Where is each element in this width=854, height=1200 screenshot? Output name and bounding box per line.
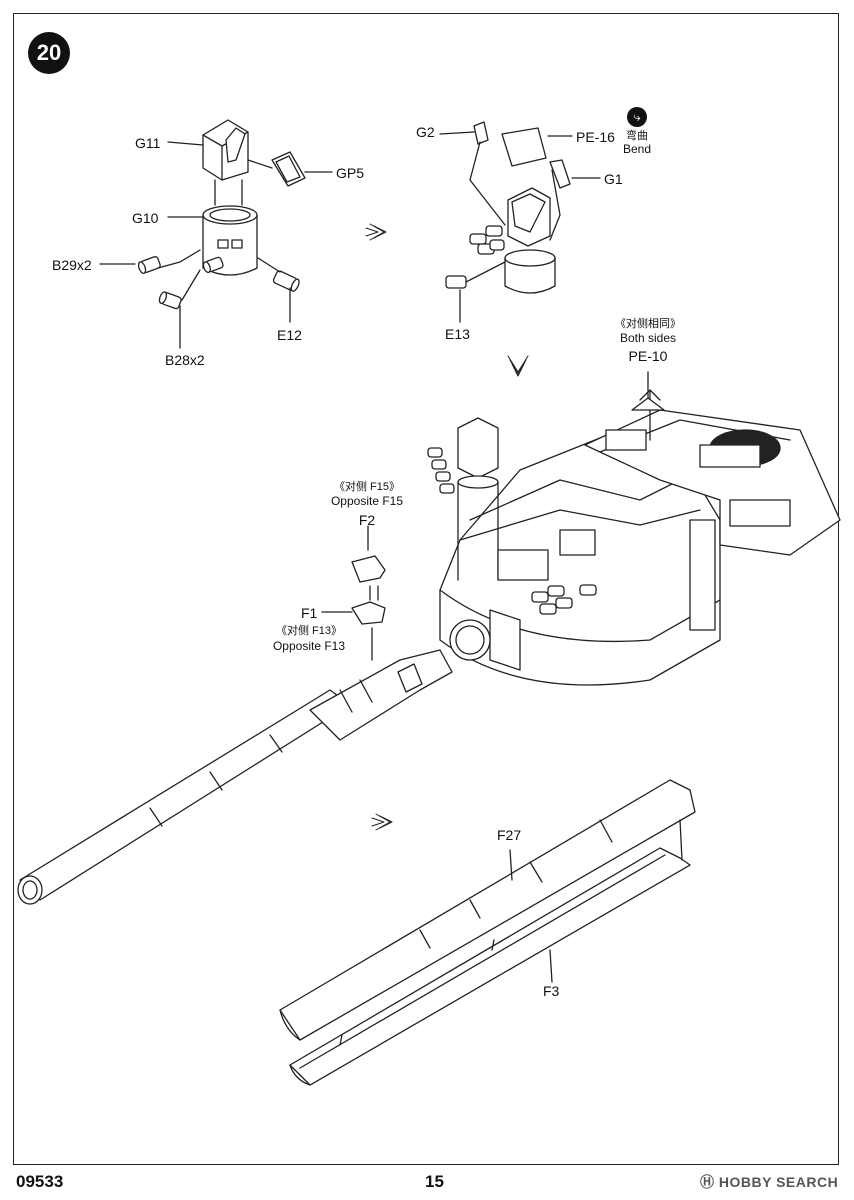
part-label-pe10: PE-10 bbox=[628, 348, 668, 364]
periscope-assembled bbox=[439, 121, 601, 323]
kit-number: 09533 bbox=[16, 1172, 64, 1191]
part-label-g11: G11 bbox=[135, 135, 161, 151]
opposite-f13-label-en: Opposite F13 bbox=[272, 639, 346, 653]
hatched-direction-arrow bbox=[365, 223, 529, 831]
part-label-b29x2: B29x2 bbox=[52, 257, 92, 273]
part-label-f1: F1 bbox=[301, 605, 318, 621]
part-label-f2: F2 bbox=[358, 512, 376, 528]
watermark-logo: Ⓗ HOBBY SEARCH bbox=[700, 1174, 839, 1190]
part-label-e12: E12 bbox=[277, 327, 302, 343]
both-sides-label-cn: 《对侧相同》 bbox=[615, 318, 681, 330]
part-label-g1: G1 bbox=[604, 171, 623, 187]
barrel-halves-exploded bbox=[279, 779, 696, 1086]
opposite-f15-label-cn: 《对侧 F15》 bbox=[333, 481, 401, 493]
part-label-pe16: PE-16 bbox=[576, 129, 615, 145]
page-number: 15 bbox=[425, 1172, 444, 1191]
bend-label-en: Bend bbox=[622, 142, 652, 156]
part-label-f27: F27 bbox=[497, 827, 522, 843]
page-frame bbox=[13, 13, 839, 1165]
part-label-f3: F3 bbox=[543, 983, 560, 999]
part-label-g2: G2 bbox=[416, 124, 435, 140]
part-label-g10: G10 bbox=[132, 210, 159, 226]
opposite-f15-label-en: Opposite F15 bbox=[330, 494, 404, 508]
turret-with-gun bbox=[17, 371, 841, 905]
opposite-f13-label-cn: 《对侧 F13》 bbox=[275, 625, 343, 637]
both-sides-label-en: Both sides bbox=[619, 331, 677, 345]
part-label-gp5: GP5 bbox=[336, 165, 365, 181]
step-number-badge: 20 bbox=[28, 32, 70, 74]
part-label-e13: E13 bbox=[445, 326, 470, 342]
periscope-parts-exploded bbox=[99, 119, 333, 349]
bend-icon: ⤷ bbox=[627, 107, 647, 127]
part-label-b28x2: B28x2 bbox=[165, 352, 205, 368]
bend-label-cn: 弯曲 bbox=[626, 130, 648, 142]
